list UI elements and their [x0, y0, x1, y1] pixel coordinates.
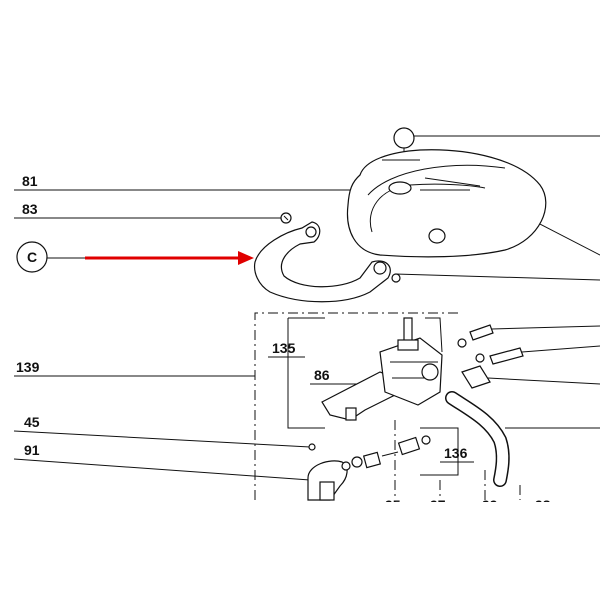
spring-part	[397, 436, 421, 456]
washer-1	[457, 338, 467, 348]
pin-45	[308, 443, 316, 451]
red-arrow-head	[238, 251, 254, 265]
lever-nut	[391, 273, 401, 283]
callout-86: 86	[314, 367, 330, 383]
lever-hole-top	[305, 226, 317, 238]
small-valve-base	[319, 481, 335, 501]
valve-collar	[397, 339, 419, 351]
cover-contour-1	[367, 164, 506, 196]
clip-part	[461, 365, 491, 389]
seal-3	[421, 435, 431, 445]
bracket-135-side	[287, 318, 325, 429]
seal-2	[351, 456, 363, 468]
rod-segment	[381, 451, 399, 457]
seal-1	[341, 461, 351, 471]
leader-clip	[487, 377, 600, 385]
valve-body-part	[379, 337, 443, 406]
mount-tab	[345, 407, 357, 421]
leader-fitting-1	[491, 325, 600, 330]
bottom-crop-mask	[0, 502, 600, 600]
callout-c: C	[27, 249, 37, 265]
screw-83-slot	[283, 215, 289, 221]
washer-2	[475, 353, 485, 363]
leader-right-3	[394, 273, 600, 281]
bent-tube-fill	[446, 392, 509, 486]
bracket-136	[420, 427, 459, 476]
bushing-1	[362, 451, 382, 469]
valve-guide	[425, 317, 443, 353]
callout-81: 81	[22, 173, 38, 189]
cover-groove	[424, 177, 481, 187]
leader-fitting-2	[521, 345, 600, 353]
fitting-2	[489, 347, 524, 365]
callout-136: 136	[444, 445, 468, 461]
lever-hole-pivot	[373, 261, 387, 275]
callout-139: 139	[16, 359, 40, 375]
lever-bracket-part	[253, 221, 391, 303]
callout-83: 83	[22, 201, 38, 217]
leader-45	[13, 430, 311, 448]
callout-91: 91	[24, 442, 40, 458]
knob-part	[393, 127, 415, 149]
bracket-139	[254, 312, 460, 500]
fitting-1	[469, 324, 494, 341]
cover-hole	[428, 228, 446, 244]
valve-port	[421, 363, 439, 381]
callout-c-circle	[16, 241, 48, 273]
leader-91	[13, 458, 311, 481]
cover-slot	[388, 181, 412, 195]
callout-135: 135	[272, 340, 296, 356]
callout-45: 45	[24, 414, 40, 430]
